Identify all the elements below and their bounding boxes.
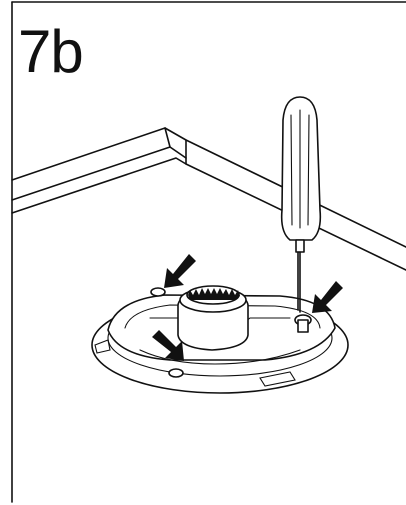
- arrow-icon: [152, 254, 343, 361]
- screwdriver-icon: [280, 96, 322, 313]
- figure-frame: [11, 1, 406, 503]
- step-label: 7b: [18, 18, 84, 85]
- burner-base-icon: [91, 285, 349, 394]
- countertop-edge: [11, 127, 406, 271]
